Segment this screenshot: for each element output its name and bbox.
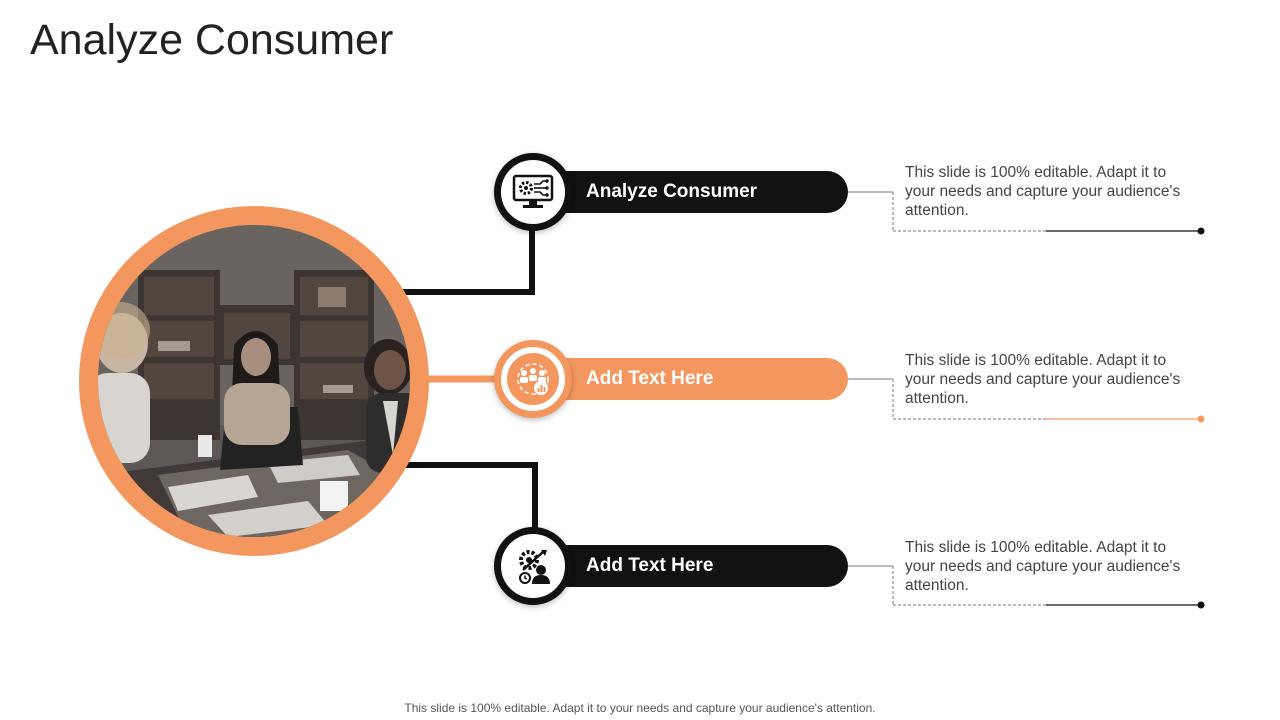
item-1-banner: Analyze Consumer: [540, 171, 848, 213]
connector-top: [400, 225, 535, 295]
item-3-description: This slide is 100% editable. Adapt it to…: [905, 539, 1181, 594]
connector-bottom: [400, 462, 538, 530]
item-3-label: Add Text Here: [586, 555, 714, 576]
item-2-banner: Add Text Here: [540, 358, 848, 400]
customer-cycle-icon: [517, 363, 549, 395]
slide-title: Analyze Consumer: [30, 16, 394, 64]
item-1-description: This slide is 100% editable. Adapt it to…: [905, 164, 1181, 219]
item-3-icon-badge: [494, 527, 572, 605]
slide-footer: This slide is 100% editable. Adapt it to…: [404, 701, 876, 715]
monitor-gear-icon: [512, 174, 554, 208]
item-1-label: Analyze Consumer: [586, 181, 758, 202]
leader-line-3: [848, 565, 1205, 609]
leader-line-1: [848, 191, 1205, 235]
item-2-description: This slide is 100% editable. Adapt it to…: [905, 352, 1181, 407]
item-2-icon-badge: [494, 340, 572, 418]
item-2-label: Add Text Here: [586, 368, 714, 389]
item-3-banner: Add Text Here: [540, 545, 848, 587]
meeting-photo: [98, 225, 410, 537]
leader-line-2: [848, 378, 1205, 423]
item-1-icon-badge: [494, 153, 572, 231]
meeting-photo-illustration: [98, 225, 410, 537]
person-gear-icon: [519, 550, 550, 584]
